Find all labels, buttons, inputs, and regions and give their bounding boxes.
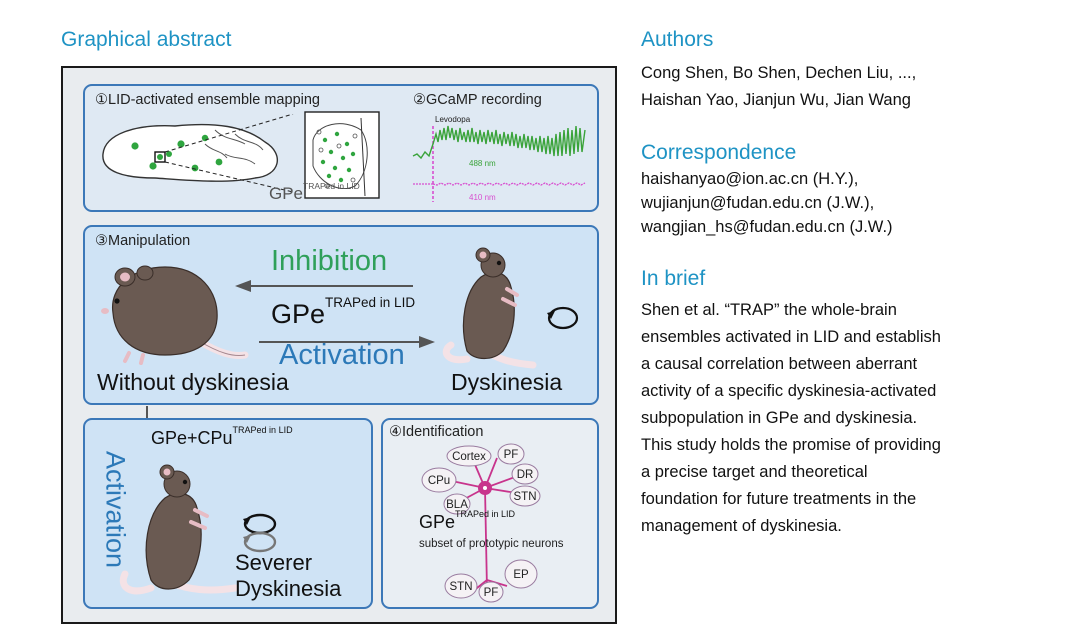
panel-label-recording: ②GCaMP recording (413, 92, 542, 108)
region-cortex: Cortex (452, 451, 486, 463)
activation-arrow (259, 336, 435, 348)
region-stn-bottom: STN (450, 581, 473, 593)
panel-mapping-recording: ①LID-activated ensemble mapping ②GCaMP r… (83, 84, 599, 212)
rotation-icon (547, 306, 579, 330)
region-pf-top: PF (504, 449, 519, 461)
subset-prototypic-label: subset of prototypic neurons (419, 538, 564, 550)
activation-label: Activation (279, 339, 405, 371)
in-brief-line: This study holds the promise of providin… (641, 436, 941, 454)
region-cpu: CPu (428, 475, 450, 487)
severe-rotation-icon (243, 513, 277, 553)
correspondence-email-3[interactable]: wangjian_hs@fudan.edu.cn (J.W.) (641, 218, 893, 236)
gpe-traped-label-manipulation: GPeTRAPed in LID (271, 295, 415, 330)
in-brief-line: a precise target and theoretical (641, 463, 868, 481)
panel-gpe-cpu-activation: GPe+CPuTRAPed in LID Activation Severer … (83, 418, 373, 609)
mouse-rearing-illustration (442, 247, 537, 369)
gpe-traped-label-identification: GPeTRAPed in LID (419, 508, 516, 533)
correspondence-email-2[interactable]: wujianjun@fudan.edu.cn (J.W.), (641, 194, 875, 212)
region-dr: DR (517, 469, 534, 481)
region-ep: EP (513, 569, 529, 581)
page-top-edge (61, 0, 621, 4)
authors-line-2: Haishan Yao, Jianjun Wu, Jian Wang (641, 91, 911, 109)
traped-superscript: TRAPed in LID (232, 424, 293, 435)
region-bla: BLA (446, 499, 468, 511)
in-brief-line: foundation for future treatments in the (641, 490, 917, 508)
region-pf-bottom: PF (484, 587, 499, 599)
panel-label-identification: ④Identification (389, 424, 484, 440)
severer-dyskinesia-label: Dyskinesia (235, 576, 342, 601)
correspondence-heading: Correspondence (641, 141, 797, 164)
trace-410-label: 410 nm (469, 193, 496, 202)
in-brief-line: a causal correlation between aberrant (641, 355, 918, 373)
levodopa-label: Levodopa (435, 115, 471, 124)
panel-identification: ④Identification (381, 418, 599, 609)
graphical-abstract-figure: ①LID-activated ensemble mapping ②GCaMP r… (61, 66, 617, 624)
gpe-base-text: GPe (269, 184, 304, 203)
mouse-rearing-severe-illustration (119, 464, 239, 595)
without-dyskinesia-label: Without dyskinesia (97, 369, 289, 395)
region-stn-top: STN (514, 491, 537, 503)
brain-sagittal-illustration (102, 114, 294, 193)
traped-superscript: TRAPed in LID (303, 180, 360, 191)
gpe-cpu-traped-label: GPe+CPuTRAPed in LID (151, 424, 293, 449)
panel-label-manipulation: ③Manipulation (95, 233, 191, 249)
gcamp-trace-plot: Levodopa 488 nm 410 nm (412, 115, 586, 202)
in-brief-heading: In brief (641, 267, 706, 290)
severer-label: Severer (235, 550, 313, 575)
graphical-abstract-heading: Graphical abstract (61, 28, 232, 51)
in-brief-line: activity of a specific dyskinesia-activa… (641, 382, 937, 400)
gpe-cpu-base-text: GPe+CPu (151, 428, 233, 448)
in-brief-body: Shen et al. “TRAP” the whole-brain ensem… (641, 297, 1061, 540)
in-brief-line: Shen et al. “TRAP” the whole-brain (641, 301, 897, 319)
correspondence-email-1[interactable]: haishanyao@ion.ac.cn (H.Y.), (641, 170, 859, 188)
trace-488-label: 488 nm (469, 159, 496, 168)
inhibition-label: Inhibition (271, 245, 388, 277)
panel-manipulation: ③Manipulation Inhibition GPeTRAPed in LI… (83, 225, 599, 405)
mouse-crouching-illustration (101, 265, 249, 365)
gpe-zoom-illustration (304, 111, 380, 199)
authors-heading: Authors (641, 28, 714, 51)
traped-superscript: TRAPed in LID (455, 508, 516, 519)
in-brief-line: ensembles activated in LID and establish (641, 328, 941, 346)
neuron-connectivity-diagram: Cortex PF CPu DR STN BLA STN PF EP (421, 443, 541, 603)
inhibition-arrow (235, 280, 413, 292)
gpe-base-text: GPe (271, 299, 326, 329)
gpe-traped-label-mapping: GPeTRAPed in LID (269, 180, 360, 204)
dyskinesia-label: Dyskinesia (451, 369, 563, 395)
in-brief-line: management of dyskinesia. (641, 517, 842, 535)
gpe-base-text: GPe (419, 512, 456, 532)
in-brief-line: subpopulation in GPe and dyskinesia. (641, 409, 918, 427)
authors-line-1: Cong Shen, Bo Shen, Dechen Liu, ..., (641, 64, 917, 82)
traped-superscript: TRAPed in LID (325, 294, 416, 310)
panel-label-mapping: ①LID-activated ensemble mapping (95, 92, 320, 108)
